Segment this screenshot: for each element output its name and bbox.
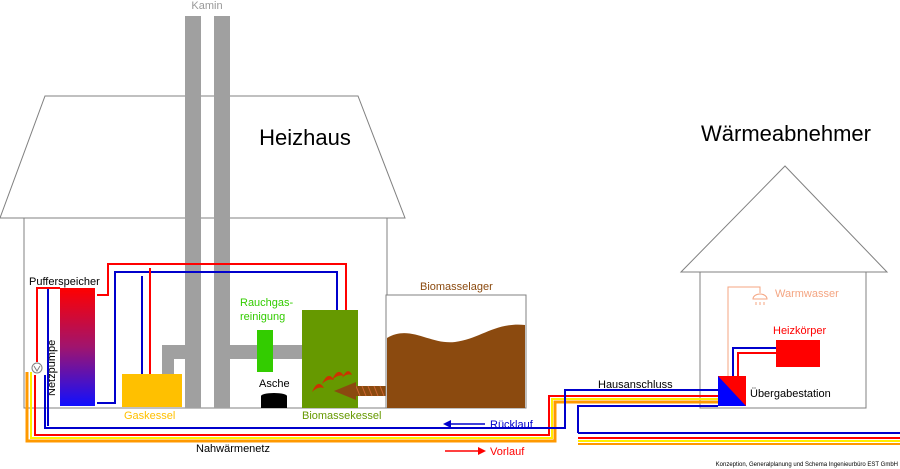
nahwaermenetz-label: Nahwärmenetz xyxy=(196,443,270,455)
pufferspeicher-label: Pufferspeicher xyxy=(29,276,100,288)
rauchgasreinigung-unit xyxy=(257,330,273,372)
arrow-left-icon xyxy=(443,420,451,428)
heizhaus-title: Heizhaus xyxy=(259,125,351,150)
uebergabestation-label: Übergabestation xyxy=(750,388,831,400)
asche-container xyxy=(261,393,287,408)
heizkoerper-box xyxy=(776,340,820,367)
warmwasser-label: Warmwasser xyxy=(775,288,839,300)
ruecklauf-label: Rücklauf xyxy=(490,419,534,431)
uebergabestation-unit xyxy=(718,376,746,406)
gaskessel-label: Gaskessel xyxy=(124,410,175,422)
vorlauf-label: Vorlauf xyxy=(490,446,525,458)
biomass-pile xyxy=(387,324,525,408)
credit-line: Konzeption, Generalplanung und Schema In… xyxy=(716,462,898,468)
heizhaus-roof xyxy=(0,95,406,219)
feed-screw xyxy=(334,382,390,400)
biomasselager-label: Biomasselager xyxy=(420,281,493,293)
nahwaermenetz-pipes xyxy=(25,287,900,445)
heizkoerper-pipes xyxy=(732,347,776,376)
gaskessel-box xyxy=(122,374,182,407)
biomassekessel-label: Biomassekessel xyxy=(302,410,381,422)
netzpumpe xyxy=(31,362,43,374)
arrow-right-icon xyxy=(478,447,486,455)
rauchgas-label-1: Rauchgas- xyxy=(240,297,294,309)
asche-label: Asche xyxy=(259,378,290,390)
waermeabnehmer-title: Wärmeabnehmer xyxy=(701,121,871,146)
pump-icon xyxy=(31,362,43,374)
pufferspeicher-tank xyxy=(60,288,95,406)
kamin-label: Kamin xyxy=(191,0,222,12)
chimney xyxy=(185,16,230,408)
waermeabnehmer-roof xyxy=(679,165,889,273)
legend-vorlauf: Vorlauf xyxy=(445,446,525,458)
rauchgas-label-2: reinigung xyxy=(240,311,285,323)
flame-icon xyxy=(312,371,352,392)
legend-ruecklauf: Rücklauf xyxy=(443,419,534,431)
heizkoerper-label: Heizkörper xyxy=(773,325,827,337)
waermeabnehmer-building xyxy=(679,165,889,409)
shower-icon xyxy=(752,293,768,305)
hausanschluss-label: Hausanschluss xyxy=(598,379,673,391)
warmwasser-pipe xyxy=(727,286,761,376)
